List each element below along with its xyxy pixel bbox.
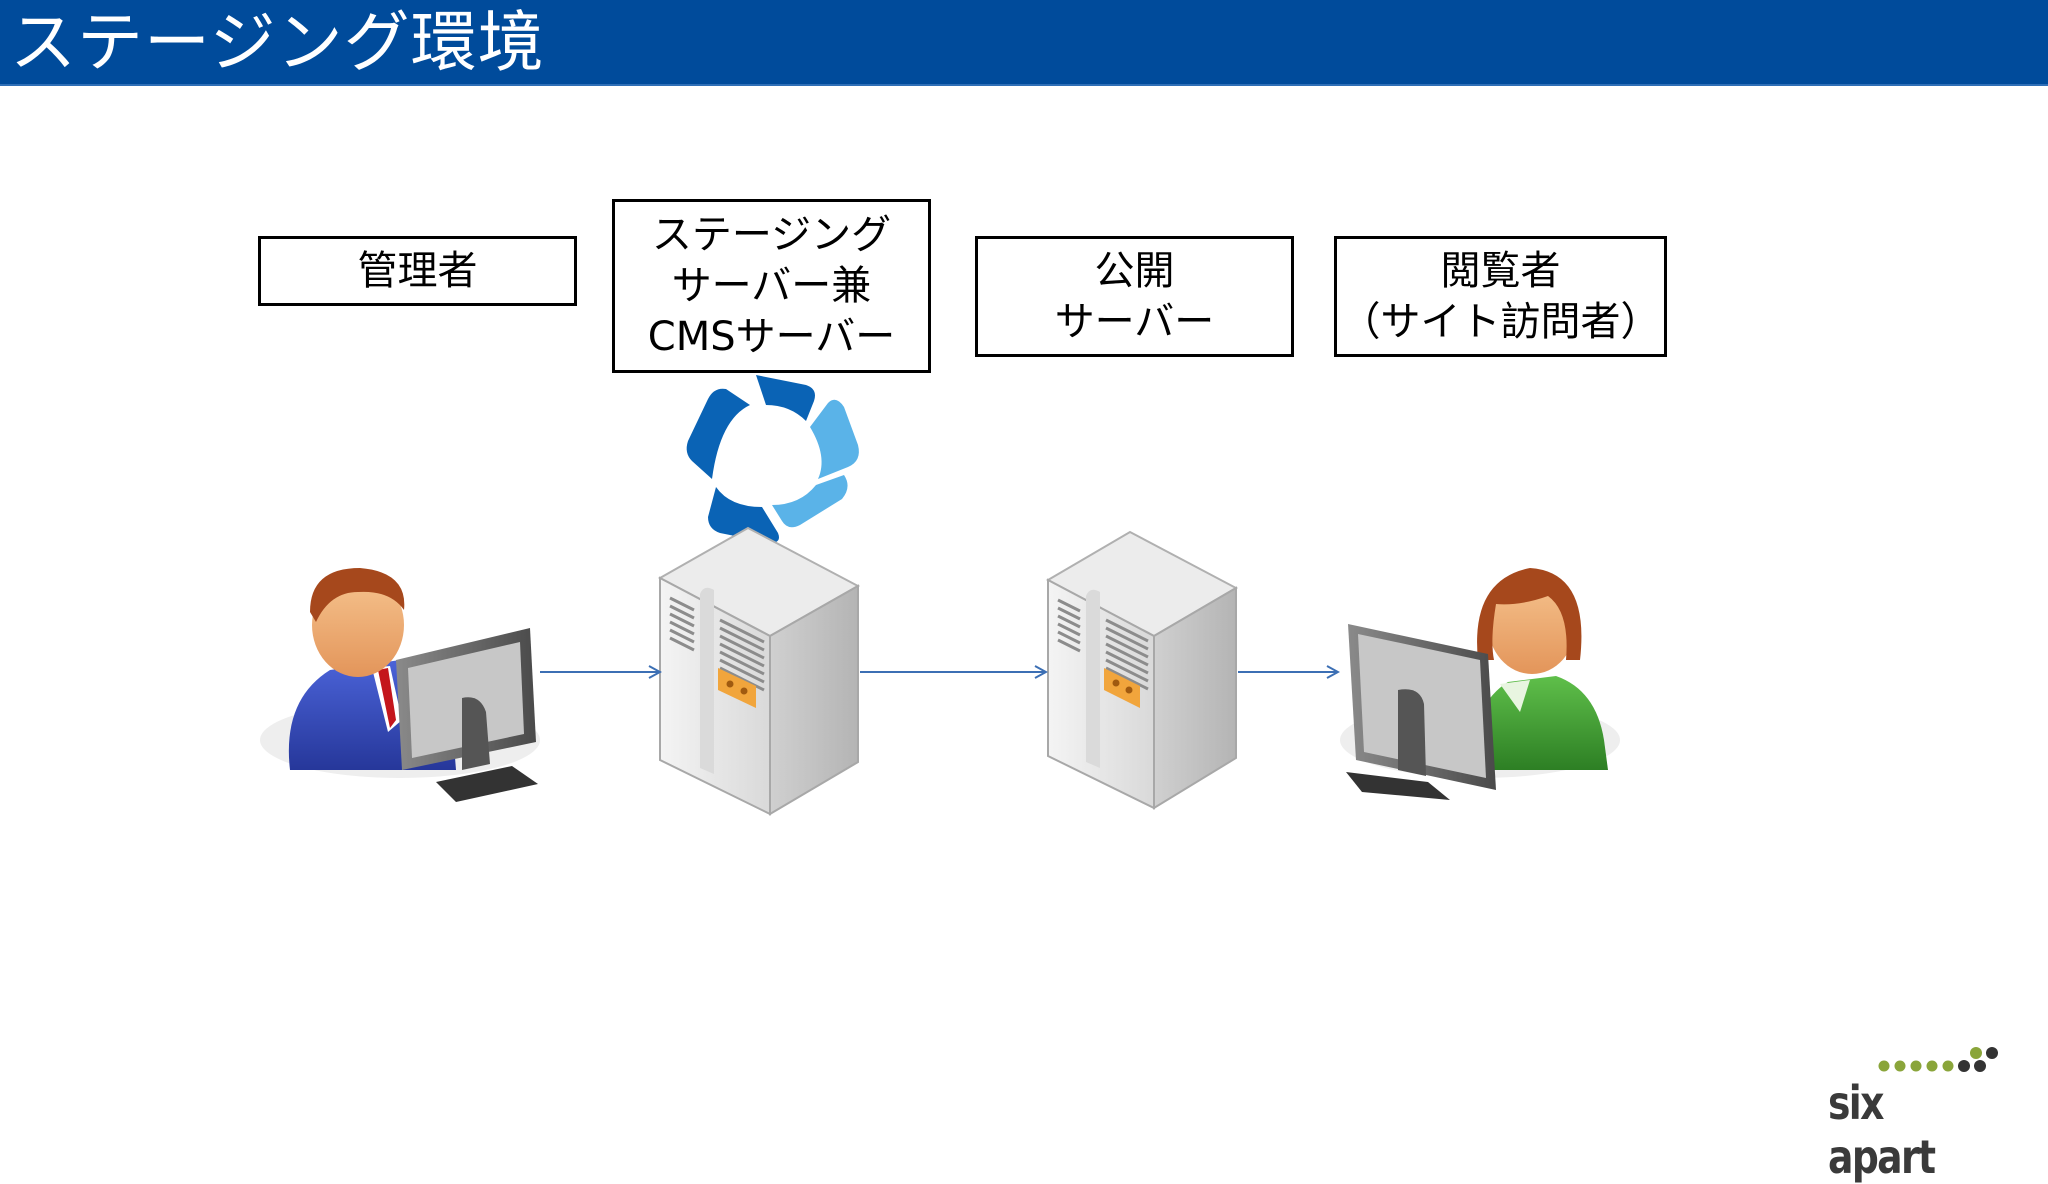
public-server-icon bbox=[1045, 530, 1239, 810]
visitor-user-computer-icon bbox=[1340, 568, 1620, 800]
admin-user-computer-icon bbox=[260, 568, 540, 802]
admin-label-box: 管理者 bbox=[258, 236, 577, 306]
page-title: ステージング環境 bbox=[10, 4, 545, 81]
brand-name: six apart bbox=[1828, 1076, 1936, 1184]
diagram-canvas bbox=[260, 375, 1620, 816]
title-bar: ステージング環境 bbox=[0, 0, 2048, 86]
visitor-label: 閲覧者 （サイト訪問者） bbox=[1340, 247, 1661, 345]
visitor-label-box: 閲覧者 （サイト訪問者） bbox=[1334, 236, 1667, 357]
movable-type-logo-icon bbox=[686, 375, 859, 543]
staging-server-icon bbox=[657, 526, 861, 816]
staging-server-label-box: ステージング サーバー兼 CMSサーバー bbox=[612, 199, 931, 373]
brand-dots-icon bbox=[1878, 1047, 1998, 1072]
six-apart-logo: six apart bbox=[1826, 1036, 2006, 1184]
public-server-label-box: 公開 サーバー bbox=[975, 236, 1294, 357]
admin-label: 管理者 bbox=[357, 247, 478, 294]
public-server-label: 公開 サーバー bbox=[1054, 247, 1215, 345]
staging-server-label: ステージング サーバー兼 CMSサーバー bbox=[647, 211, 896, 360]
